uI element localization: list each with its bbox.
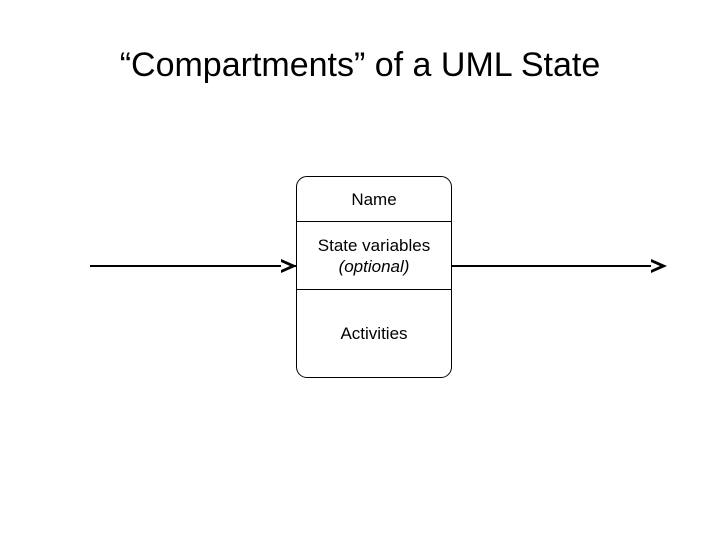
state-variables-optional-label: (optional)	[338, 256, 410, 276]
activities-label: Activities	[340, 324, 408, 343]
page-title: “Compartments” of a UML State	[119, 46, 601, 84]
state-compartment-name: Name	[297, 177, 451, 222]
outgoing-transition-arrowhead-icon	[651, 259, 667, 273]
incoming-transition-arrowhead-icon	[281, 259, 297, 273]
state-name-label: Name	[351, 189, 397, 209]
state-compartment-state-variables: State variables (optional)	[297, 222, 451, 290]
outgoing-transition-line	[452, 265, 665, 267]
state-variables-label: State variables	[317, 235, 431, 255]
uml-state-box: Name State variables (optional) Activiti…	[296, 176, 452, 378]
incoming-transition-line	[90, 265, 297, 267]
state-compartment-activities: Activities	[297, 290, 451, 377]
